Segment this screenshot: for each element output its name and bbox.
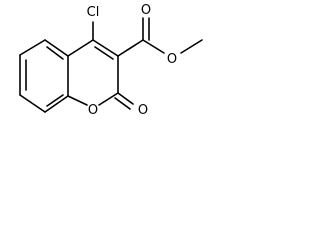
bond xyxy=(44,95,69,113)
bond xyxy=(19,94,46,113)
bond xyxy=(67,95,88,106)
bond xyxy=(19,39,46,56)
bond xyxy=(67,39,94,57)
ring-oxygen-label: O xyxy=(88,103,98,118)
double-bond xyxy=(114,97,131,110)
bond xyxy=(92,39,119,57)
ester-oxygen-label: O xyxy=(167,52,177,67)
double-bond-inner xyxy=(46,94,64,107)
double-bond-inner xyxy=(46,46,64,60)
benzene-ring xyxy=(19,39,69,113)
bond xyxy=(142,39,165,54)
molecule-structure: Cl O O O O xyxy=(19,3,203,118)
ester-carbonyl-oxygen-label: O xyxy=(141,3,151,18)
bond xyxy=(117,39,144,57)
lactone-carbonyl xyxy=(114,92,134,110)
bond xyxy=(117,92,134,105)
double-bond-inner xyxy=(94,46,114,60)
methyl-bond xyxy=(180,39,203,54)
chlorine-label: Cl xyxy=(87,5,100,20)
bond xyxy=(98,92,119,106)
pyranone-ring xyxy=(67,39,119,106)
carbonyl-oxygen-label: O xyxy=(138,103,148,118)
ester-group xyxy=(117,17,203,57)
bond xyxy=(44,39,69,57)
